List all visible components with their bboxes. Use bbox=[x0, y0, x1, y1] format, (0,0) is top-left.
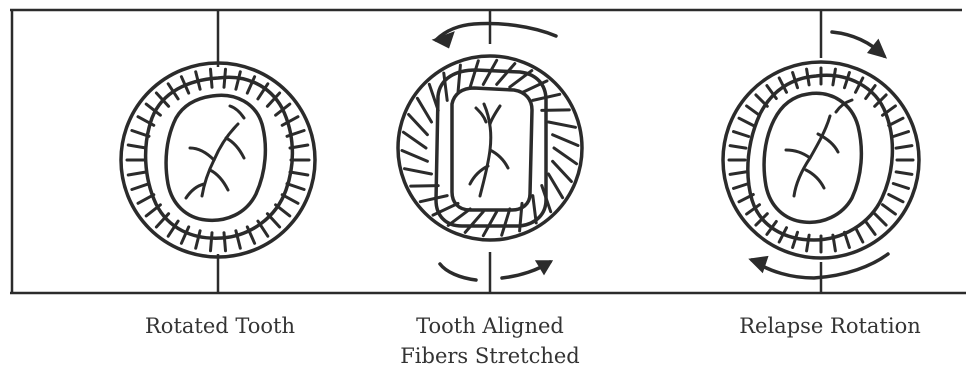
fiber-stroke bbox=[411, 186, 439, 187]
fiber-stroke bbox=[896, 172, 912, 175]
fiber-stroke bbox=[402, 151, 427, 162]
caption-line: Tooth Aligned bbox=[380, 311, 600, 341]
fiber-stroke bbox=[502, 209, 510, 235]
fiber-stroke bbox=[417, 98, 431, 122]
fiber-stroke bbox=[734, 132, 749, 137]
fiber-stroke bbox=[497, 64, 515, 85]
caption-tooth-aligned: Tooth Aligned Fibers Stretched bbox=[380, 311, 600, 371]
caption-rotated-tooth: Rotated Tooth bbox=[110, 311, 330, 341]
fiber-stroke bbox=[730, 146, 746, 149]
periodontal-fibers bbox=[729, 68, 913, 252]
fiber-stroke bbox=[465, 212, 483, 233]
outer-bone-outline bbox=[723, 62, 919, 258]
fiber-stroke bbox=[458, 65, 460, 93]
caption-line: Relapse Rotation bbox=[720, 311, 940, 341]
fiber-stroke bbox=[409, 115, 428, 135]
fiber-stroke bbox=[553, 135, 578, 146]
fiber-stroke bbox=[403, 132, 426, 148]
pulp-outline bbox=[764, 93, 861, 222]
fiber-stroke bbox=[893, 184, 908, 189]
fiber-stroke bbox=[734, 184, 749, 189]
fiber-stroke bbox=[866, 222, 875, 235]
fiber-stroke bbox=[470, 61, 478, 87]
fiber-stroke bbox=[128, 145, 146, 148]
fiber-stroke bbox=[554, 148, 577, 164]
caption-line: Fibers Stretched bbox=[380, 341, 600, 371]
pulp-canal bbox=[786, 100, 852, 196]
fiber-stroke bbox=[893, 132, 908, 137]
caption-line: Rotated Tooth bbox=[110, 311, 330, 341]
fiber-stroke bbox=[807, 235, 810, 251]
rotated-tooth-figure bbox=[121, 10, 315, 293]
fiber-stroke bbox=[405, 169, 432, 174]
fiber-stroke bbox=[236, 72, 240, 89]
fiber-stroke bbox=[730, 172, 746, 175]
root-outline bbox=[748, 75, 893, 240]
relapse-arrow-top bbox=[832, 32, 884, 56]
fiber-stroke bbox=[128, 172, 146, 175]
pulp-canal bbox=[186, 106, 244, 198]
fiber-stroke bbox=[420, 196, 447, 202]
caption-relapse-rotation: Relapse Rotation bbox=[720, 311, 940, 341]
pulp-outline bbox=[452, 88, 532, 210]
fiber-stroke bbox=[224, 233, 226, 251]
diagram-frame bbox=[10, 10, 966, 293]
rotation-arrow-bottom bbox=[440, 262, 550, 280]
outer-bone-outline bbox=[121, 63, 315, 257]
aligned-tooth-figure bbox=[398, 10, 582, 293]
fiber-stroke bbox=[739, 118, 753, 125]
pulp-canal bbox=[470, 104, 508, 196]
fiber-stroke bbox=[896, 146, 912, 149]
fiber-stroke bbox=[483, 212, 496, 236]
fiber-stroke bbox=[747, 106, 760, 115]
fiber-stroke bbox=[883, 205, 896, 214]
fiber-stroke bbox=[196, 231, 200, 248]
fiber-stroke bbox=[875, 214, 886, 225]
fiber-stroke bbox=[549, 174, 563, 198]
relapse-tooth-figure bbox=[723, 10, 919, 293]
fiber-stroke bbox=[889, 195, 903, 202]
fiber-stroke bbox=[549, 122, 576, 127]
fiber-stroke bbox=[132, 184, 149, 190]
rotation-arrow-top bbox=[436, 24, 556, 47]
fiber-stroke bbox=[290, 172, 308, 175]
fiber-stroke bbox=[553, 161, 572, 181]
fiber-stroke bbox=[856, 228, 863, 242]
fiber-stroke bbox=[211, 233, 213, 251]
